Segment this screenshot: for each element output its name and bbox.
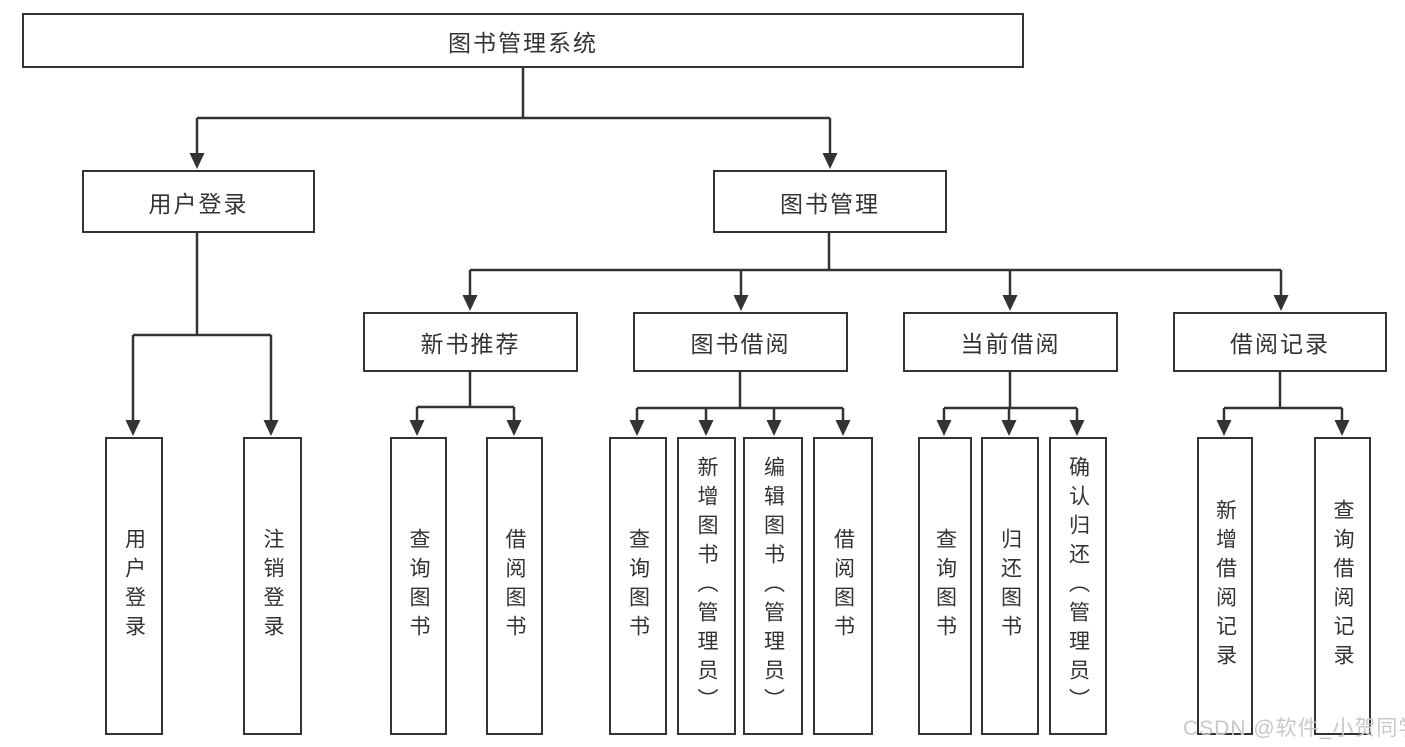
leaf-bb-edit-books-admin: 编辑图书（管理员） <box>743 437 803 735</box>
node-label: 借阅图书 <box>503 528 526 644</box>
node-label: 查询借阅记录 <box>1331 499 1354 673</box>
leaf-cb-return-books: 归还图书 <box>981 437 1039 735</box>
node-borrowing-records: 借阅记录 <box>1173 312 1387 372</box>
csdn-watermark: CSDN @软件_小贺同学 <box>1183 717 1405 740</box>
node-label: 用户登录 <box>148 190 249 217</box>
node-label: 确认归还（管理员） <box>1066 455 1090 717</box>
leaf-bb-borrow-books: 借阅图书 <box>813 437 873 735</box>
node-label: 查询图书 <box>407 528 430 644</box>
arrowheads <box>125 153 1350 436</box>
node-current-borrowing: 当前借阅 <box>903 312 1118 372</box>
node-user-login: 用户登录 <box>82 170 315 233</box>
node-label: 图书管理 <box>780 190 880 217</box>
node-label: 归还图书 <box>998 528 1022 644</box>
leaf-bb-query-books: 查询图书 <box>609 437 667 735</box>
node-library-management-system: 图书管理系统 <box>22 13 1024 68</box>
node-label: 注销登录 <box>261 528 284 644</box>
node-label: 用户登录 <box>122 528 146 644</box>
node-label: 借阅图书 <box>831 528 855 644</box>
node-label: 新增借阅记录 <box>1213 499 1237 673</box>
leaf-user-login: 用户登录 <box>105 437 163 735</box>
leaf-nbr-borrow-books: 借阅图书 <box>486 437 543 735</box>
leaf-bb-add-books-admin: 新增图书（管理员） <box>677 437 736 735</box>
leaf-logout: 注销登录 <box>243 437 302 735</box>
leaf-cb-query-books: 查询图书 <box>918 437 972 735</box>
node-book-borrowing: 图书借阅 <box>633 312 848 372</box>
node-label: 新书推荐 <box>420 331 521 357</box>
node-book-management: 图书管理 <box>713 170 947 233</box>
node-label: 查询图书 <box>626 528 650 644</box>
node-label: 编辑图书（管理员） <box>761 455 785 717</box>
node-label: 图书管理系统 <box>448 29 598 56</box>
node-label: 查询图书 <box>933 528 957 644</box>
node-label: 当前借阅 <box>960 331 1061 357</box>
node-label: 图书借阅 <box>690 331 791 357</box>
leaf-cb-confirm-return-admin: 确认归还（管理员） <box>1049 437 1107 735</box>
leaf-nbr-query-books: 查询图书 <box>390 437 447 735</box>
leaf-br-query-record: 查询借阅记录 <box>1314 437 1371 735</box>
node-new-book-recommendation: 新书推荐 <box>363 312 578 372</box>
node-label: 新增图书（管理员） <box>695 455 718 717</box>
node-label: 借阅记录 <box>1230 331 1330 357</box>
leaf-br-add-record: 新增借阅记录 <box>1197 437 1253 735</box>
